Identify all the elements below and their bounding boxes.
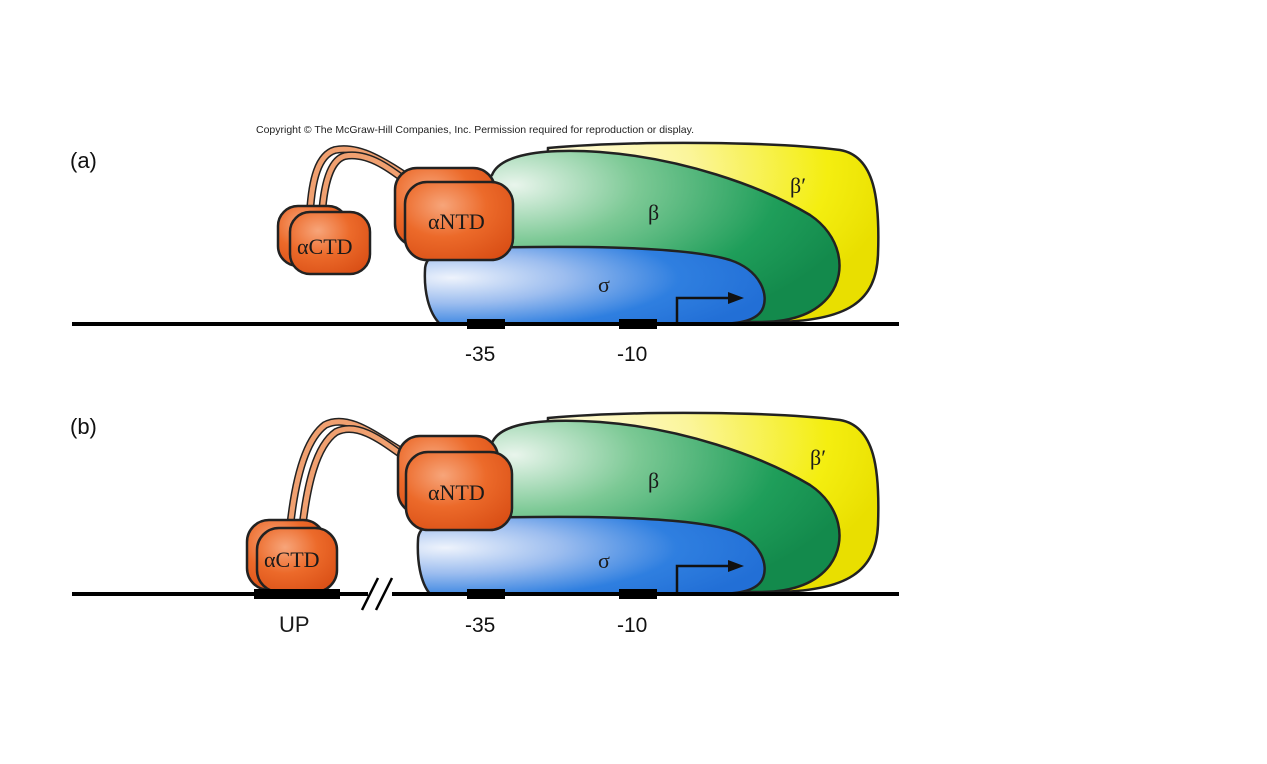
copyright-notice: Copyright © The McGraw-Hill Companies, I… (256, 124, 694, 136)
alpha-ntd (403, 180, 515, 262)
panel-label: (a) (70, 148, 97, 173)
transcription-start-arrow (675, 564, 730, 592)
sigma-label: σ (598, 272, 610, 297)
panel-label: (b) (70, 414, 97, 439)
alpha-ctd-label: αCTD (264, 547, 320, 572)
alpha-ctd-label: αCTD (297, 234, 353, 259)
minus35-box (467, 589, 505, 599)
transcription-start-arrow (675, 296, 730, 322)
minus10-box (619, 319, 657, 329)
beta-label: β (648, 200, 659, 225)
minus35-label: -35 (465, 614, 495, 637)
minus10-label: -10 (617, 343, 647, 366)
minus35-label: -35 (465, 343, 495, 366)
alpha-ctd (288, 210, 372, 276)
sigma-label: σ (598, 548, 610, 573)
minus10-label: -10 (617, 614, 647, 637)
minus35-box (467, 319, 505, 329)
up-label: UP (279, 612, 310, 637)
panel-a: (a) αCTD αNTD β β′ σ -35 -10 (70, 141, 899, 366)
panel-b: (b) αCTD αNTD β β′ σ (70, 411, 899, 637)
beta-prime-label: β′ (790, 173, 806, 198)
minus10-box (619, 589, 657, 599)
dna-break-mark (360, 577, 394, 611)
beta-label: β (648, 468, 659, 493)
alpha-ntd-label: αNTD (428, 480, 485, 505)
alpha-ntd (404, 450, 514, 532)
beta-prime-label: β′ (810, 445, 826, 470)
up-element-box (254, 589, 340, 599)
alpha-ntd-label: αNTD (428, 209, 485, 234)
